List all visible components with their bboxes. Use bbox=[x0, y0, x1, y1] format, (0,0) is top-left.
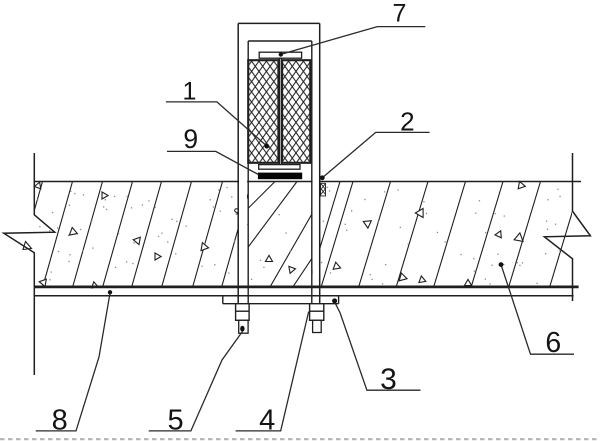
svg-text:5: 5 bbox=[168, 405, 184, 437]
svg-text:3: 3 bbox=[380, 363, 397, 396]
svg-text:8: 8 bbox=[52, 405, 68, 437]
svg-text:6: 6 bbox=[545, 327, 561, 359]
svg-text:7: 7 bbox=[392, 0, 406, 28]
svg-text:2: 2 bbox=[400, 107, 414, 137]
svg-text:9: 9 bbox=[183, 124, 198, 154]
svg-text:4: 4 bbox=[259, 405, 275, 437]
svg-text:1: 1 bbox=[183, 78, 197, 106]
